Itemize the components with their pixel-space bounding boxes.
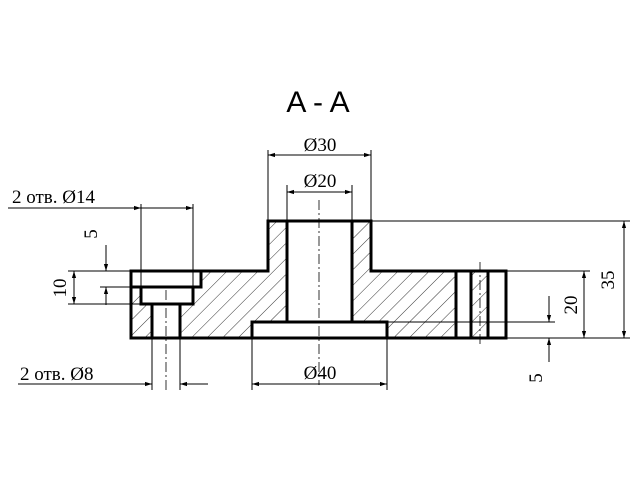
dim-right-5: 5 [387, 296, 555, 383]
svg-text:10: 10 [50, 279, 71, 298]
svg-text:5: 5 [526, 373, 547, 383]
section-hatching [131, 221, 488, 338]
dim-left-10: 10 [50, 270, 141, 305]
svg-text:Ø30: Ø30 [304, 135, 337, 156]
svg-text:2 отв. Ø8: 2 отв. Ø8 [20, 364, 94, 385]
svg-text:Ø20: Ø20 [304, 171, 337, 192]
dim-holes-14: 2 отв. Ø14 [8, 187, 194, 287]
dim-right-20: 20 [506, 270, 590, 339]
dim-left-5: 5 [81, 229, 131, 305]
svg-text:5: 5 [81, 229, 102, 239]
dim-holes-8: 2 отв. Ø8 [18, 338, 208, 390]
svg-text:35: 35 [598, 271, 619, 290]
svg-text:20: 20 [561, 296, 582, 315]
center-lines [165, 200, 481, 390]
dim-right-35: 35 [371, 220, 630, 339]
svg-text:2 отв. Ø14: 2 отв. Ø14 [12, 187, 95, 208]
dim-d40: Ø40 [251, 338, 388, 390]
svg-text:Ø40: Ø40 [304, 363, 337, 384]
section-title: A - A [286, 86, 349, 119]
dim-d30: Ø30 [267, 135, 372, 221]
dim-d20: Ø20 [286, 171, 353, 221]
